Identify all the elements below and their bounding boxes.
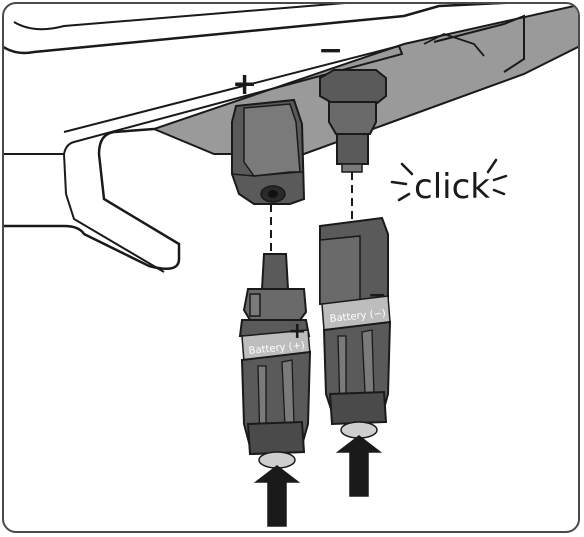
minus-pin bbox=[319, 69, 387, 173]
minus-connector-sign: − bbox=[368, 283, 386, 308]
terminal-plus-sign: + bbox=[232, 67, 257, 102]
terminal-minus-sign: − bbox=[318, 33, 343, 68]
plus-push-arrow bbox=[253, 465, 301, 527]
minus-push-arrow bbox=[335, 435, 383, 497]
click-label: click bbox=[414, 167, 490, 207]
battery-connector-diagram: + − click bbox=[4, 4, 578, 527]
plus-connector bbox=[238, 253, 312, 469]
minus-connector bbox=[319, 216, 392, 439]
illustration-frame: + − click bbox=[2, 2, 580, 533]
click-burst-lines bbox=[390, 158, 508, 202]
plus-connector-sign: + bbox=[288, 319, 306, 344]
plus-socket bbox=[231, 98, 306, 205]
